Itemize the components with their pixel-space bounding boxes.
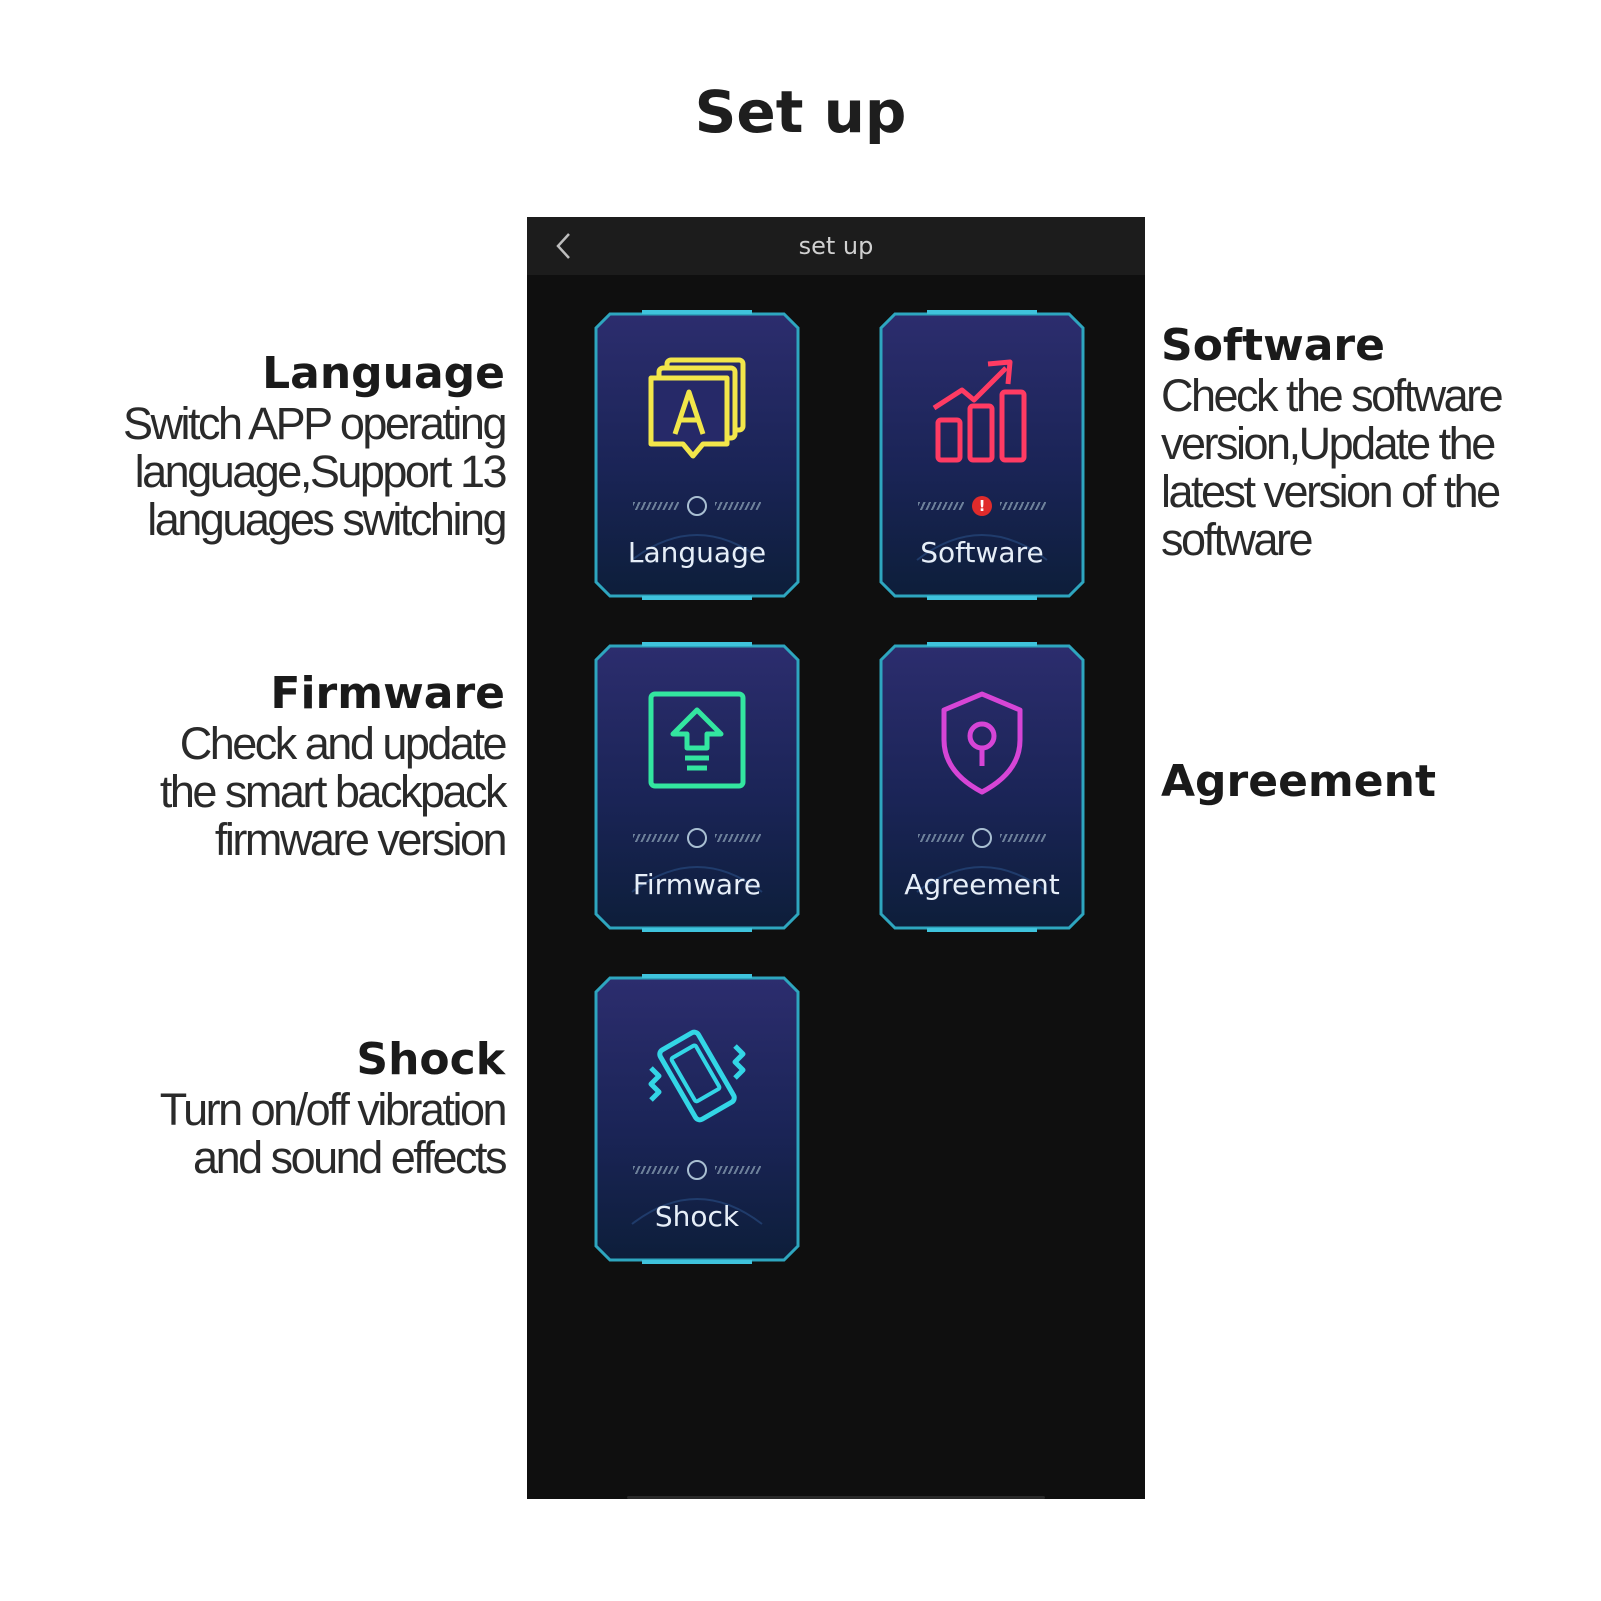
status-indicator (592, 1156, 802, 1184)
shield-lock-icon (941, 691, 1023, 795)
annotation-heading: Software (1161, 320, 1385, 371)
status-indicator (592, 492, 802, 520)
annotation-firmware: Firmware Check and update the smart back… (65, 668, 508, 865)
translate-icon (648, 357, 746, 459)
page-title: Set up (694, 78, 907, 146)
firmware-card[interactable]: Firmware (592, 642, 802, 932)
annotation-language: Language Switch APP operating language,S… (65, 348, 507, 545)
status-dot (687, 1160, 707, 1180)
card-label: Shock (654, 1200, 740, 1233)
annotation-description: Check and update the smart backpack firm… (159, 718, 508, 865)
status-dot (687, 828, 707, 848)
status-indicator: ! (877, 492, 1087, 520)
annotation-description: Check the software version,Update the la… (1161, 370, 1504, 565)
agreement-card[interactable]: Agreement (877, 642, 1087, 932)
card-label: Firmware (632, 868, 762, 901)
card-label: Software (920, 536, 1044, 569)
bar-chart-growth-icon (932, 359, 1027, 463)
status-dot (687, 496, 707, 516)
home-indicator (627, 1496, 1045, 1499)
card-label: Agreement (904, 868, 1060, 901)
software-card[interactable]: ! Software (877, 310, 1087, 600)
upload-arrow-icon (648, 691, 746, 789)
annotation-description: Turn on/off vibration and sound effects (159, 1084, 508, 1183)
annotation-heading: Firmware (270, 668, 505, 719)
annotation-heading: Shock (356, 1034, 505, 1085)
annotation-shock: Shock Turn on/off vibration and sound ef… (65, 1034, 508, 1183)
card-label: Language (627, 536, 767, 569)
alert-badge: ! (972, 496, 992, 516)
status-indicator (592, 824, 802, 852)
annotation-software: Software Check the software version,Upda… (1161, 320, 1591, 564)
shock-card[interactable]: Shock (592, 974, 802, 1264)
card-frame (879, 310, 1085, 600)
annotation-heading: Language (262, 348, 505, 399)
card-frame (879, 642, 1085, 932)
phone-screen: set up Language (527, 217, 1145, 1499)
annotation-agreement: Agreement (1161, 756, 1591, 808)
top-bar: set up (527, 217, 1145, 275)
chevron-left-icon (556, 233, 570, 259)
status-indicator (877, 824, 1087, 852)
screen-title: set up (798, 232, 874, 260)
annotation-description: Switch APP operating language,Support 13… (123, 398, 507, 545)
phone-vibrate-icon (648, 1029, 746, 1123)
status-dot (972, 828, 992, 848)
language-card[interactable]: Language (592, 310, 802, 600)
annotation-heading: Agreement (1161, 756, 1436, 807)
back-button[interactable] (545, 227, 583, 265)
